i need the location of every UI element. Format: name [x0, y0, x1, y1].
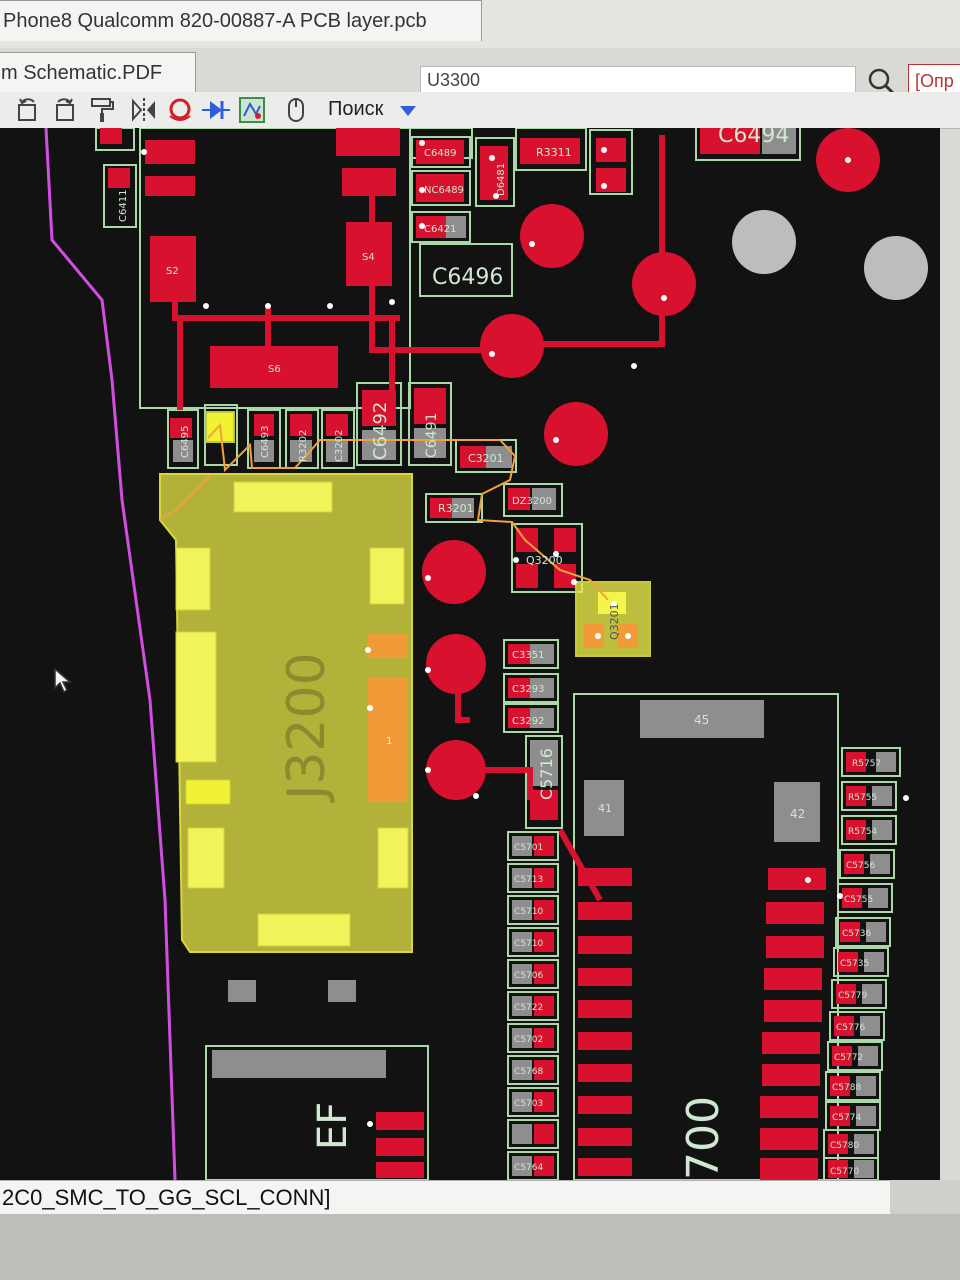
- cap-label: C5735: [840, 959, 869, 969]
- rotate-right-icon[interactable]: [50, 96, 78, 124]
- label-c6493: C6493: [260, 426, 271, 458]
- label-pad-42: 42: [790, 807, 805, 821]
- board-edge-outline: [44, 128, 177, 1180]
- cap-label: C5713: [514, 875, 543, 885]
- mouse-icon[interactable]: [282, 96, 310, 124]
- cap-label: C5779: [838, 991, 867, 1001]
- cap-label: C5768: [514, 1067, 543, 1077]
- cap-label: C5788: [832, 1083, 861, 1093]
- cap-label: R5755: [848, 793, 877, 803]
- label-nc6489: NC6489: [424, 185, 464, 196]
- label-dz3200: DZ3200: [512, 496, 552, 507]
- highlighted-net-trace: [207, 422, 609, 601]
- pcb-viewport[interactable]: C6494 C6496 C6489 NC6489 C6421 R3311 D64…: [0, 128, 940, 1180]
- cap-label: C5701: [514, 843, 543, 853]
- right-cap-column: [823, 747, 901, 1180]
- mouse-pointer-icon: [54, 667, 74, 699]
- search-label: Поиск: [328, 98, 384, 120]
- diode-icon[interactable]: [202, 96, 230, 124]
- label-c6495: C6495: [180, 426, 191, 458]
- label-q3201: Q3201: [608, 603, 621, 640]
- label-q3200: Q3200: [526, 554, 563, 567]
- label-c6496: C6496: [432, 265, 503, 290]
- cap-label: C5710: [514, 939, 543, 949]
- search-mode-dropdown-icon[interactable]: [400, 106, 416, 116]
- cap-label: C5702: [514, 1035, 543, 1045]
- label-c5716: C5716: [537, 748, 556, 800]
- cap-label: C5770: [830, 1167, 859, 1177]
- label-c6489: C6489: [424, 148, 456, 159]
- label-c3292: C3292: [512, 716, 544, 727]
- layers-icon[interactable]: [238, 96, 266, 124]
- j3200-label: J3200: [277, 652, 337, 803]
- cap-label: C5772: [834, 1053, 863, 1063]
- net-name-status: 2C0_SMC_TO_GG_SCL_CONN]: [0, 1180, 892, 1215]
- cap-label: C5756: [846, 861, 875, 871]
- ic-700-label: 700: [678, 1096, 729, 1180]
- label-pad-41: 41: [598, 802, 612, 815]
- label-r3202: R3202: [298, 430, 309, 462]
- monitor-bezel: [0, 1214, 960, 1280]
- cap-label: C5703: [514, 1099, 543, 1109]
- label-pin-1: 1: [386, 736, 392, 747]
- cap-label: C5706: [514, 971, 543, 981]
- cap-label: C5722: [514, 1003, 543, 1013]
- left-cap-column: [507, 831, 559, 1180]
- rotate-left-icon[interactable]: [14, 96, 42, 124]
- ef-label: EF: [310, 1102, 356, 1150]
- toolbar: Поиск: [0, 92, 960, 129]
- label-c6411: C6411: [118, 190, 129, 222]
- net-highlight-icon[interactable]: [166, 96, 194, 124]
- label-r3201: R3201: [438, 502, 474, 515]
- label-s4: S4: [362, 252, 375, 263]
- search-input[interactable]: [420, 66, 856, 94]
- label-c6494: C6494: [718, 128, 789, 148]
- label-pad-45: 45: [694, 713, 709, 727]
- cap-label: R5757: [852, 759, 881, 769]
- label-r3311: R3311: [536, 146, 572, 159]
- label-c3202: C3202: [334, 430, 345, 462]
- label-c6491: C6491: [424, 413, 440, 458]
- label-c3201: C3201: [468, 452, 504, 465]
- cap-label: R5754: [848, 827, 877, 837]
- label-c6492: C6492: [370, 402, 391, 460]
- label-s2: S2: [166, 266, 179, 277]
- cap-label: C5710: [514, 907, 543, 917]
- cap-label: C5736: [842, 929, 871, 939]
- label-s6: S6: [268, 364, 281, 375]
- label-c3351: C3351: [512, 650, 544, 661]
- mirror-icon[interactable]: [130, 96, 158, 124]
- tab-bar: Phone8 Qualcomm 820-00887-A PCB layer.pc…: [0, 0, 960, 93]
- cap-label: C5755: [844, 895, 873, 905]
- cap-label: C5780: [830, 1141, 859, 1151]
- label-c3293: C3293: [512, 684, 544, 695]
- q3201-package: [575, 581, 651, 657]
- paint-roller-icon[interactable]: [88, 96, 116, 124]
- j3200-connector: [159, 411, 413, 953]
- label-c6421: C6421: [424, 224, 456, 235]
- cap-label: C5774: [832, 1113, 861, 1123]
- cap-label: C5776: [836, 1023, 865, 1033]
- tab-pcb-file[interactable]: Phone8 Qualcomm 820-00887-A PCB layer.pc…: [0, 0, 482, 41]
- tab-schematic-file[interactable]: m Schematic.PDF: [0, 52, 196, 93]
- cap-label: C5764: [514, 1163, 543, 1173]
- label-d6481: D6481: [496, 163, 507, 196]
